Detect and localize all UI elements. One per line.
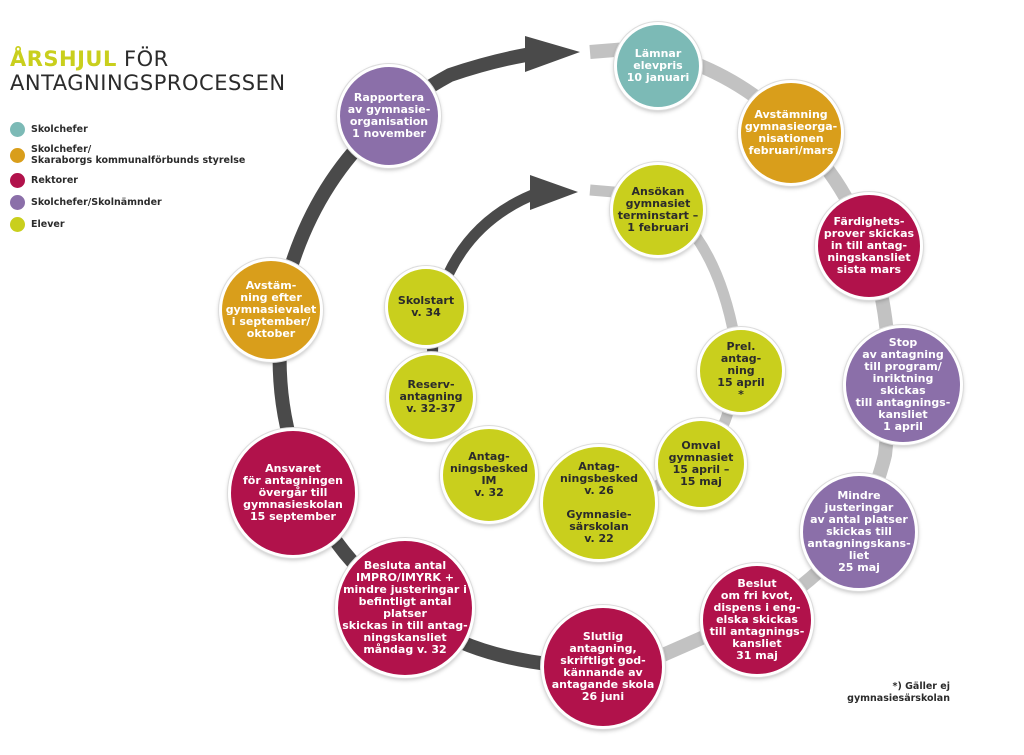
legend-label: Skolchefer xyxy=(31,124,88,135)
legend-dot xyxy=(10,195,25,210)
node-antagningsbesked-im: Antag- ningsbesked IM v. 32 xyxy=(440,426,538,524)
node-label: Mindre justeringar av antal platser skic… xyxy=(807,489,911,574)
node-label: Lämnar elevpris 10 januari xyxy=(626,47,690,84)
node-stop-antagning: Stop av antagning till program/ inriktni… xyxy=(843,325,963,445)
node-label: Slutlig antagning, skriftligt god- känna… xyxy=(551,630,655,703)
legend-item: Skolchefer/ Skaraborgs kommunalförbunds … xyxy=(10,144,245,166)
node-label: Rapportera av gymnasie- organisation 1 n… xyxy=(347,91,431,140)
node-label: Skolstart v. 34 xyxy=(397,294,455,319)
node-label: Färdighets- prover skickas in till antag… xyxy=(823,215,915,276)
title-rest: FÖR xyxy=(116,47,169,71)
legend-dot xyxy=(10,173,25,188)
inner-arrowhead xyxy=(530,175,578,210)
node-label: Omval gymnasiet 15 april – 15 maj xyxy=(668,439,734,488)
node-label: Antag- ningsbesked IM v. 32 xyxy=(449,450,529,499)
node-label: Beslut om fri kvot, dispens i eng- elska… xyxy=(709,577,805,662)
node-mindre-justeringar: Mindre justeringar av antal platser skic… xyxy=(800,473,918,591)
node-antagningsbesked-v26: Antag- ningsbesked v. 26 Gymnasie- särsk… xyxy=(540,444,658,562)
diagram-title: ÅRSHJUL FÖR ANTAGNINGSPROCESSEN xyxy=(10,47,286,95)
node-ansokan: Ansökan gymnasiet terminstart – 1 februa… xyxy=(610,162,706,258)
node-fardighetsprover: Färdighets- prover skickas in till antag… xyxy=(815,192,923,300)
node-prel-antagning: Prel. antag- ning 15 april * xyxy=(697,327,785,415)
legend-item: Rektorer xyxy=(10,173,245,188)
node-label: Avstämning gymnasieorga- nisationen febr… xyxy=(744,108,838,157)
title-accent: ÅRSHJUL xyxy=(10,47,117,71)
legend-item: Elever xyxy=(10,217,245,232)
node-elevpris: Lämnar elevpris 10 januari xyxy=(614,22,702,110)
node-ansvaret: Ansvaret för antagningen övergår till gy… xyxy=(228,428,358,558)
outer-arrowhead xyxy=(525,36,580,72)
node-skolstart: Skolstart v. 34 xyxy=(385,266,467,348)
node-omval: Omval gymnasiet 15 april – 15 maj xyxy=(655,418,747,510)
node-label: Stop av antagning till program/ inriktni… xyxy=(855,336,951,433)
legend-dot xyxy=(10,217,25,232)
legend-label: Skolchefer/ Skaraborgs kommunalförbunds … xyxy=(31,144,246,166)
node-slutlig-antagning: Slutlig antagning, skriftligt god- känna… xyxy=(541,605,665,729)
node-label: Avstäm- ning efter gymnasievalet i septe… xyxy=(225,279,317,340)
node-label: Prel. antag- ning 15 april * xyxy=(717,340,765,401)
legend-label: Skolchefer/Skolnämnder xyxy=(31,197,162,208)
legend-dot xyxy=(10,122,25,137)
title-line2: ANTAGNINGSPROCESSEN xyxy=(10,71,286,95)
footnote: *) Gäller ej gymnasiesärskolan xyxy=(847,681,950,704)
node-avstamning-sept: Avstäm- ning efter gymnasievalet i septe… xyxy=(219,258,323,362)
node-reservantagning: Reserv- antagning v. 32-37 xyxy=(386,352,476,442)
node-rapportera: Rapportera av gymnasie- organisation 1 n… xyxy=(337,64,441,168)
node-avstamning-feb: Avstämning gymnasieorga- nisationen febr… xyxy=(738,80,844,186)
legend-label: Elever xyxy=(31,219,65,230)
node-label: Besluta antal IMPRO/IMYRK + mindre juste… xyxy=(342,559,468,656)
node-label: Ansvaret för antagningen övergår till gy… xyxy=(242,462,343,523)
node-impro-imyrk: Besluta antal IMPRO/IMYRK + mindre juste… xyxy=(335,538,475,678)
node-label: Ansökan gymnasiet terminstart – 1 februa… xyxy=(617,185,699,234)
legend: Skolchefer Skolchefer/ Skaraborgs kommun… xyxy=(10,122,245,239)
legend-dot xyxy=(10,147,25,163)
node-label: Reserv- antagning v. 32-37 xyxy=(399,378,463,415)
node-beslut-fri-kvot: Beslut om fri kvot, dispens i eng- elska… xyxy=(700,563,814,677)
legend-item: Skolchefer/Skolnämnder xyxy=(10,195,245,210)
node-label: Antag- ningsbesked v. 26 Gymnasie- särsk… xyxy=(559,460,639,545)
legend-label: Rektorer xyxy=(31,175,78,186)
legend-item: Skolchefer xyxy=(10,122,245,137)
